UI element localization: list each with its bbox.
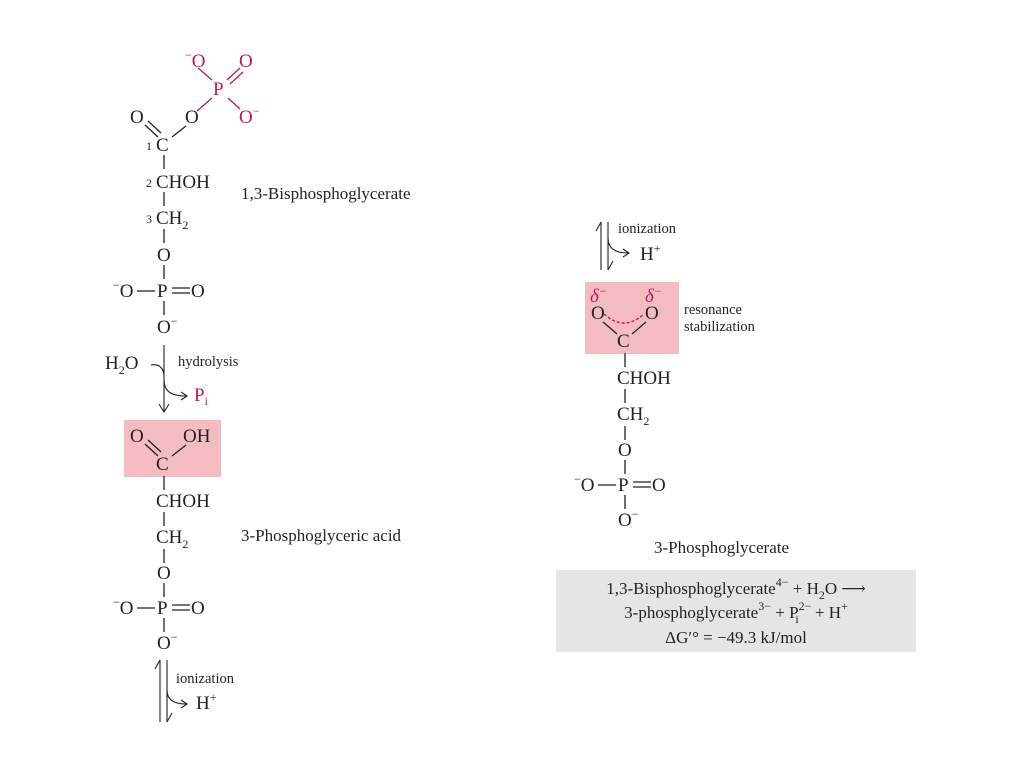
ionization-left-arrowhead-up bbox=[154, 659, 161, 670]
bpg-phos-o-minus-right: O− bbox=[239, 104, 260, 128]
pga-acid-bond-co-a bbox=[144, 443, 159, 457]
bpg-carbon-number-3: 3 bbox=[146, 212, 152, 226]
bpg-c2: CHOH bbox=[156, 172, 210, 193]
pga-acid-phos-bottom-o: O− bbox=[157, 630, 178, 654]
pga-acid-carbonyl-o: O bbox=[130, 426, 144, 447]
pga-c1: C bbox=[617, 331, 630, 352]
equation-line-3: ΔG′° = −49.3 kJ/mol bbox=[665, 628, 807, 647]
ionization-right-arrowhead-down bbox=[607, 260, 614, 271]
pga-acid-bond-co-b bbox=[147, 439, 162, 453]
hydrolysis-step: H2O hydrolysis Pi bbox=[105, 345, 239, 414]
ionization-left-proton: H+ bbox=[196, 690, 217, 714]
hydrolysis-out-curve bbox=[163, 379, 187, 397]
bpg-structure: −O O P O− O O 1 C 2 CHOH 3 CH2 O −O P O … bbox=[113, 48, 411, 338]
pga-acid-phos-left-o: −O bbox=[113, 595, 134, 619]
bpg-bridge-o: O bbox=[185, 107, 199, 128]
pga-acid-c2: CHOH bbox=[156, 491, 210, 512]
bpg-name-label: 1,3-Bisphosphoglycerate bbox=[241, 184, 411, 203]
pga-phos-right-o: O bbox=[652, 475, 666, 496]
hydrolysis-out-arrowhead bbox=[180, 391, 188, 401]
hydrolysis-product-pi: Pi bbox=[194, 385, 209, 408]
pga-acid-c3: CH2 bbox=[156, 527, 188, 551]
ionization-right-label: ionization bbox=[618, 221, 677, 237]
hydrolysis-in-curve bbox=[150, 364, 165, 377]
hydrolysis-arrowhead bbox=[158, 403, 170, 414]
bpg-phos-p: P bbox=[213, 79, 224, 100]
pga-acid-phos-p: P bbox=[157, 598, 168, 619]
pga-acid-c1: C bbox=[156, 454, 169, 475]
bpg-ester-o: O bbox=[157, 245, 171, 266]
ionization-step-left: ionization H+ bbox=[154, 659, 235, 723]
pga-delta-left: δ− bbox=[590, 284, 607, 307]
bpg-bond-co-b bbox=[147, 120, 162, 134]
pga-structure: δ− δ− O O C CHOH CH2 O −O P O O− resonan… bbox=[574, 282, 789, 557]
ionization-left-label: ionization bbox=[176, 671, 235, 687]
pga-bond-c-o-left bbox=[602, 321, 618, 335]
pga-acid-structure: O OH C CHOH CH2 O −O P O O− 3-Phosphogly… bbox=[113, 420, 402, 654]
bpg-phos-p2: P bbox=[157, 281, 168, 302]
bpg-phos-o-minus-left: −O bbox=[185, 48, 206, 72]
bpg-c3: CH2 bbox=[156, 208, 188, 232]
pga-o-left: O bbox=[591, 303, 605, 324]
pga-phos-p: P bbox=[618, 475, 629, 496]
pga-acid-name-label: 3-Phosphoglyceric acid bbox=[241, 526, 402, 545]
ionization-left-arrowhead-down bbox=[166, 712, 173, 723]
pga-c2: CHOH bbox=[617, 368, 671, 389]
pga-phos-bottom-o: O− bbox=[618, 507, 639, 531]
bpg-phos-bottom-o: O− bbox=[157, 314, 178, 338]
pga-c3: CH2 bbox=[617, 404, 649, 428]
pga-annotation-resonance: resonance bbox=[684, 302, 742, 318]
bpg-carbonyl-o: O bbox=[130, 107, 144, 128]
pga-name-label: 3-Phosphoglycerate bbox=[654, 538, 789, 557]
bpg-bond-p-o1 bbox=[197, 67, 213, 81]
ionization-right-out-curve bbox=[607, 237, 629, 254]
ionization-left-out-curve bbox=[166, 689, 187, 705]
bpg-bond-co-a bbox=[144, 124, 159, 138]
ionization-right-proton: H+ bbox=[640, 241, 661, 265]
pga-resonance-dashed-bond bbox=[603, 313, 645, 324]
bpg-carbon-number-2: 2 bbox=[146, 176, 152, 190]
equation-box: 1,3-Bisphosphoglycerate4− + H2O ⟶ 3-phos… bbox=[556, 570, 916, 652]
pga-delta-right: δ− bbox=[645, 284, 662, 307]
bpg-bond-c-obridge bbox=[171, 125, 187, 138]
ionization-right-out-arrowhead bbox=[622, 248, 630, 258]
bpg-bond-p-obridge bbox=[196, 97, 213, 112]
pga-bond-c-o-right bbox=[631, 321, 647, 335]
pga-carboxylate-highlight bbox=[585, 282, 679, 354]
bpg-bond-p-o2a bbox=[226, 67, 241, 81]
equation-background bbox=[556, 570, 916, 652]
hydrolysis-label: hydrolysis bbox=[178, 354, 239, 370]
pga-acid-hydroxyl: OH bbox=[183, 426, 211, 447]
bpg-phos-o-double: O bbox=[239, 51, 253, 72]
bpg-phos-right-o: O bbox=[191, 281, 205, 302]
pga-phos-left-o: −O bbox=[574, 472, 595, 496]
pga-acid-phos-right-o: O bbox=[191, 598, 205, 619]
pga-acid-bond-c-oh bbox=[171, 444, 187, 457]
hydrolysis-reactant-water: H2O bbox=[105, 353, 138, 377]
bpg-phos-left-o: −O bbox=[113, 278, 134, 302]
ionization-right-arrowhead-up bbox=[595, 221, 602, 232]
pga-ester-o: O bbox=[618, 440, 632, 461]
ionization-left-out-arrowhead bbox=[180, 699, 188, 709]
pga-o-right: O bbox=[645, 303, 659, 324]
pga-acid-carboxyl-highlight bbox=[124, 420, 221, 477]
bpg-bond-p-o2b bbox=[229, 71, 244, 85]
ionization-step-right: ionization H+ bbox=[595, 221, 677, 271]
equation-line-1: 1,3-Bisphosphoglycerate4− + H2O ⟶ bbox=[606, 575, 866, 602]
pga-annotation-stabilization: stabilization bbox=[684, 319, 756, 335]
bpg-c1: C bbox=[156, 135, 169, 156]
bpg-bond-p-o3 bbox=[227, 97, 241, 110]
equation-line-2: 3-phosphoglycerate3− + P2−i + H+ bbox=[624, 599, 848, 626]
pga-acid-ester-o: O bbox=[157, 563, 171, 584]
bpg-carbon-number-1: 1 bbox=[146, 139, 152, 153]
